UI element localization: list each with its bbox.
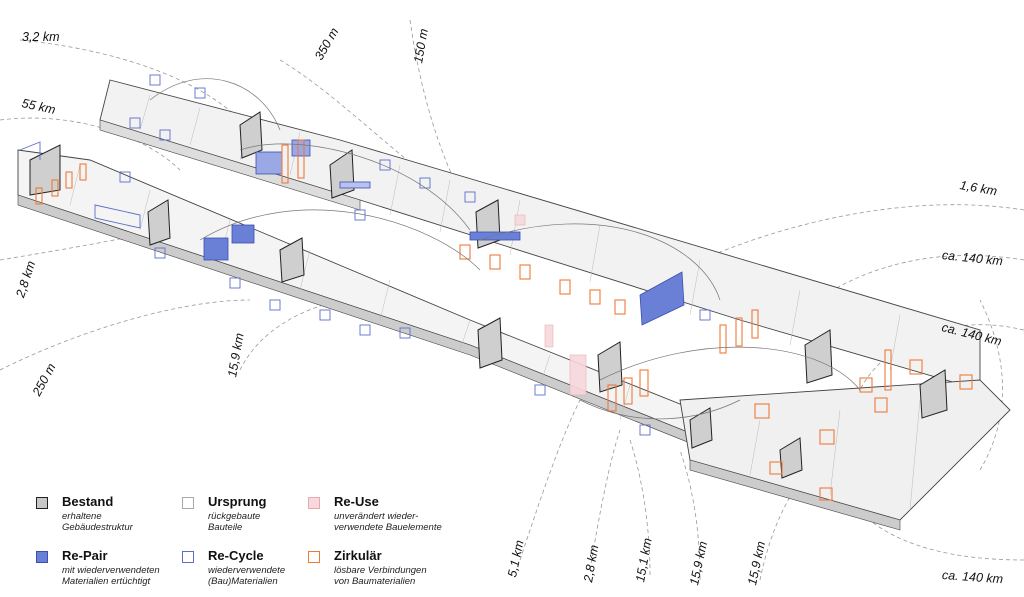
legend-title: Ursprung [208,494,267,509]
recycle-elements [19,74,711,436]
zirkulaer-elements [35,139,973,501]
legend-title: Re-Pair [62,548,108,563]
legend-title: Bestand [62,494,114,509]
repair-elements [203,139,685,326]
legend-desc: unverändert wieder-verwendete Bauelement… [334,511,442,533]
roof-grid [69,94,921,511]
legend-swatch [36,551,48,563]
building-block-right [679,379,1011,531]
legend-swatch [308,497,320,509]
legend-title: Re-Cycle [208,548,264,563]
legend-title: Zirkulär [334,548,382,563]
bestand-frames [29,111,948,479]
distance-label: 3,2 km [22,30,60,44]
transport-arcs [149,78,861,420]
legend-swatch [182,551,194,563]
legend-swatch [182,497,194,509]
legend-swatch [36,497,48,509]
legend-swatch [308,551,320,563]
building-block-upper [99,79,981,391]
legend-title: Re-Use [334,494,379,509]
legend-desc: wiederverwendete(Bau)Materialien [208,565,286,587]
reuse-elements [514,214,587,396]
